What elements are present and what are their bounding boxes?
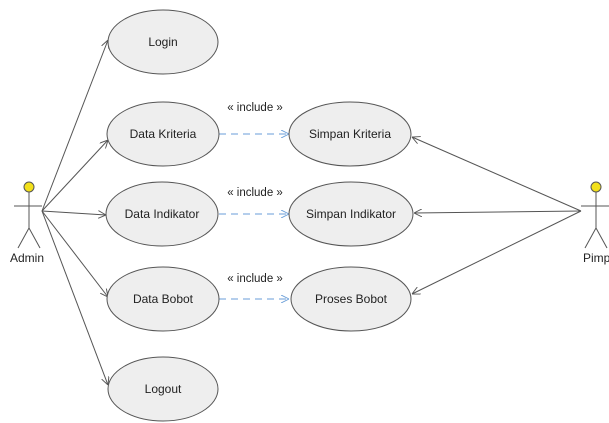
- include-label-3: « include »: [227, 273, 283, 285]
- actor-pimpinan-label: Pimpinan: [583, 251, 609, 265]
- actor-pimpinan-leg-left: [584, 227, 597, 249]
- actor-admin-leg-left: [17, 227, 30, 249]
- assoc-pimpinan-simpan-indikator: [414, 211, 582, 213]
- use-case-data-bobot-label: Data Bobot: [133, 292, 194, 306]
- use-case-data-indikator: Data Indikator: [105, 181, 219, 247]
- include-label-1: « include »: [227, 102, 283, 114]
- actor-pimpinan: Pimpinan: [581, 181, 609, 265]
- assoc-admin-data-indikator: [41, 210, 106, 215]
- use-case-simpan-indikator: Simpan Indikator: [288, 181, 414, 247]
- assoc-admin-logout: [41, 210, 108, 385]
- assoc-admin-data-kriteria: [41, 140, 108, 212]
- use-case-data-indikator-label: Data Indikator: [125, 207, 200, 221]
- actor-admin-label: Admin: [10, 251, 44, 265]
- assoc-admin-data-bobot: [41, 210, 108, 297]
- actor-pimpinan-head: [590, 181, 602, 193]
- use-case-logout-label: Logout: [145, 382, 182, 396]
- actor-admin-head: [23, 181, 35, 193]
- use-case-proses-bobot-label: Proses Bobot: [315, 292, 388, 306]
- use-case-logout: Logout: [107, 356, 219, 422]
- use-case-login-label: Login: [148, 35, 177, 49]
- actor-admin-leg-right: [28, 227, 41, 249]
- assoc-pimpinan-simpan-kriteria: [412, 137, 582, 212]
- use-case-simpan-kriteria: Simpan Kriteria: [288, 101, 412, 167]
- use-case-proses-bobot: Proses Bobot: [290, 266, 412, 332]
- actor-pimpinan-leg-right: [595, 227, 608, 249]
- use-case-data-kriteria: Data Kriteria: [106, 101, 220, 167]
- use-case-data-bobot: Data Bobot: [106, 266, 220, 332]
- assoc-admin-login: [41, 40, 108, 212]
- use-case-login: Login: [107, 9, 219, 75]
- use-case-simpan-kriteria-label: Simpan Kriteria: [309, 127, 391, 141]
- use-case-simpan-indikator-label: Simpan Indikator: [306, 207, 396, 221]
- include-label-2: « include »: [227, 187, 283, 199]
- use-case-data-kriteria-label: Data Kriteria: [130, 127, 197, 141]
- actor-admin: Admin: [10, 181, 44, 265]
- assoc-pimpinan-proses-bobot: [412, 210, 582, 294]
